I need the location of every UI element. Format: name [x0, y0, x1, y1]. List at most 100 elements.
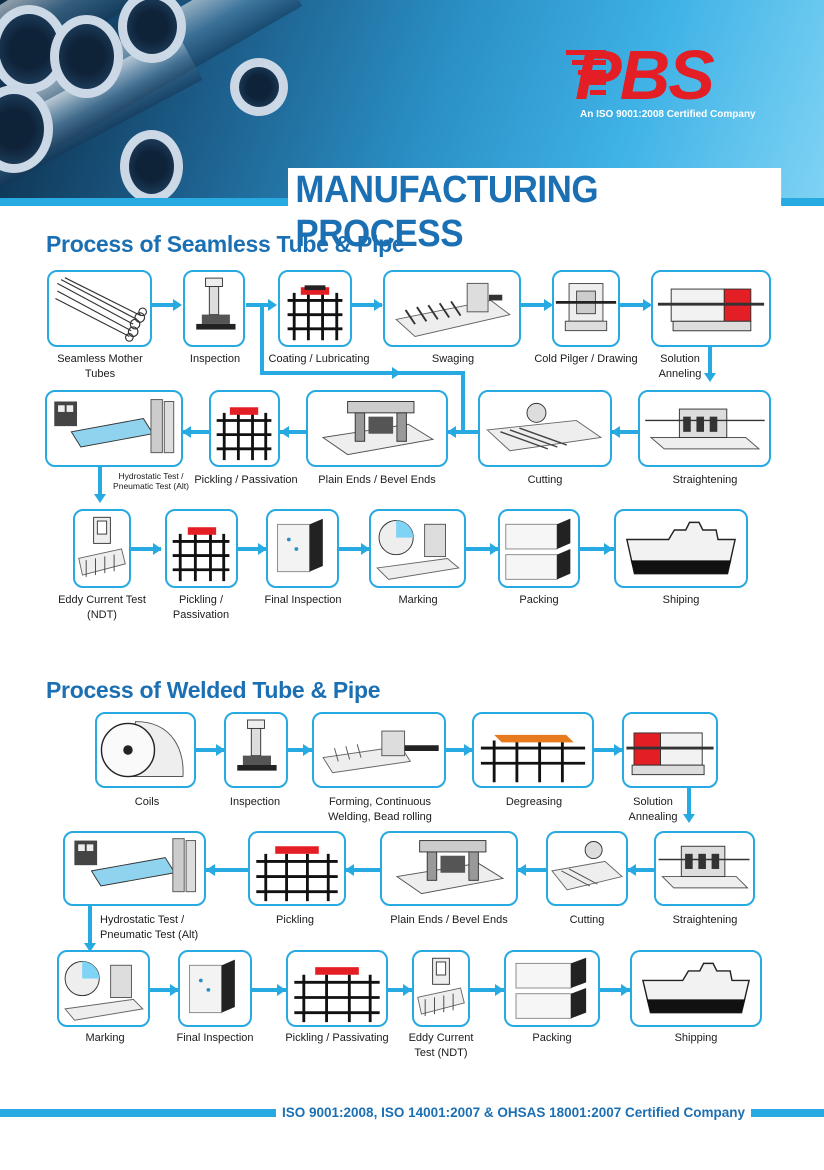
arrow-right-icon: [361, 543, 370, 555]
flow-connector: [594, 748, 622, 752]
flow-connector: [206, 868, 248, 872]
pipe-end-graphic: [50, 15, 123, 98]
step-label: Final Inspection: [176, 1032, 254, 1044]
flow-connector: [152, 303, 178, 307]
cutting-machine-icon: [486, 402, 603, 452]
step-cold-pilger-drawing: [552, 270, 620, 347]
step-inspection: [183, 270, 245, 347]
tank-icon: [294, 967, 380, 1023]
step-label: Hydrostatic Test / Pneumatic Test (Alt): [113, 471, 189, 491]
cutting-machine-icon: [551, 841, 624, 891]
flow-connector: [628, 868, 654, 872]
step-coils: [95, 712, 196, 788]
arrow-right-icon: [268, 299, 277, 311]
flow-connector: [612, 430, 638, 434]
flow-connector: [88, 905, 92, 945]
logo-stripe: [584, 80, 606, 85]
step-label: Pickling: [276, 914, 314, 926]
arrow-right-icon: [495, 984, 504, 996]
arrow-left-icon: [517, 864, 526, 876]
arrow-down-icon: [84, 943, 96, 952]
section-title-seamless: Process of Seamless Tube & Pipe: [46, 231, 405, 257]
arrow-left-icon: [627, 864, 636, 876]
step-label: Swaging: [431, 353, 475, 365]
flow-connector: [346, 868, 380, 872]
step-plain-ends-bevel-ends: [306, 390, 448, 467]
company-logo: PBS: [575, 36, 715, 114]
flow-connector: [352, 303, 382, 307]
flow-connector: [260, 371, 465, 375]
step-hydrostatic-test: [45, 390, 183, 467]
arrow-left-icon: [611, 426, 620, 438]
footer-certification: ISO 9001:2008, ISO 14001:2007 & OHSAS 18…: [276, 1103, 751, 1123]
arrow-right-icon: [173, 299, 182, 311]
step-final-inspection-welded: [178, 950, 252, 1027]
step-label: Pickling / Passivation: [172, 594, 230, 621]
flow-connector: [196, 748, 224, 752]
step-marking-welded: [57, 950, 150, 1027]
logo-stripe: [572, 60, 606, 65]
eddy-current-icon: [417, 957, 465, 1016]
tank-icon: [480, 734, 586, 783]
ship-icon: [625, 521, 737, 575]
step-label: Final Inspection: [264, 594, 342, 606]
arrow-right-icon: [403, 984, 412, 996]
step-label: Degreasing: [505, 796, 563, 808]
step-label: Shiping: [662, 594, 700, 606]
flow-connector: [260, 303, 264, 373]
step-label: Forming, Continuous Welding, Bead rollin…: [328, 796, 432, 823]
pipe-end-graphic: [120, 130, 183, 203]
furnace-icon: [657, 288, 765, 332]
step-label: Solution Anneling: [658, 353, 702, 380]
flow-connector: [600, 988, 630, 992]
furnace-icon: [626, 732, 714, 776]
flow-connector: [687, 786, 691, 816]
step-label: Cutting: [569, 914, 605, 926]
flow-connector: [339, 547, 369, 551]
pipe-end-graphic: [230, 58, 288, 116]
step-label: Pickling / Passivating: [285, 1032, 389, 1044]
step-degreasing: [472, 712, 594, 788]
step-seamless-mother-tubes: [47, 270, 152, 347]
step-packing-welded: [504, 950, 600, 1027]
arrow-right-icon: [604, 543, 613, 555]
arrow-right-icon: [374, 299, 383, 311]
step-plain-ends-bevel-ends-welded: [380, 831, 518, 906]
flow-connector: [580, 547, 614, 551]
tank-icon: [256, 846, 338, 902]
arrow-right-icon: [277, 984, 286, 996]
press-icon: [321, 401, 435, 456]
step-label: Coils: [134, 796, 160, 808]
flow-connector: [183, 430, 209, 434]
step-label: Hydrostatic Test / Pneumatic Test (Alt): [100, 914, 199, 941]
arrow-left-icon: [280, 426, 289, 438]
step-coating-lubricating: [278, 270, 352, 347]
step-solution-anneling: [651, 270, 771, 347]
section-title-welded: Process of Welded Tube & Pipe: [46, 677, 381, 703]
step-label: Seamless Mother Tubes: [57, 353, 143, 380]
arrow-right-icon: [643, 299, 652, 311]
logo-stripe: [590, 90, 606, 95]
flow-connector: [466, 547, 498, 551]
step-shipping-welded: [630, 950, 762, 1027]
forming-line-icon: [322, 730, 439, 774]
tank-icon: [172, 527, 230, 582]
step-label: Solution Annealing: [628, 796, 678, 823]
arrow-right-icon: [153, 543, 162, 555]
inspection-machine-icon: [237, 719, 277, 771]
arrow-left-icon: [447, 426, 456, 438]
arrow-right-icon: [464, 744, 473, 756]
step-pickling-passivation-2: [165, 509, 238, 588]
step-label: Plain Ends / Bevel Ends: [318, 474, 436, 486]
step-eddy-current-test-welded: [412, 950, 470, 1027]
step-label: Eddy Current Test (NDT): [58, 594, 146, 621]
flow-connector: [252, 988, 286, 992]
arrow-down-icon: [704, 373, 716, 382]
marking-machine-icon: [64, 961, 144, 1021]
flow-connector: [131, 547, 161, 551]
logo-tagline: An ISO 9001:2008 Certified Company: [580, 109, 756, 120]
arrow-right-icon: [614, 744, 623, 756]
step-label: Coating / Lubricating: [268, 353, 370, 365]
marking-machine-icon: [376, 520, 460, 580]
flow-connector: [288, 748, 312, 752]
